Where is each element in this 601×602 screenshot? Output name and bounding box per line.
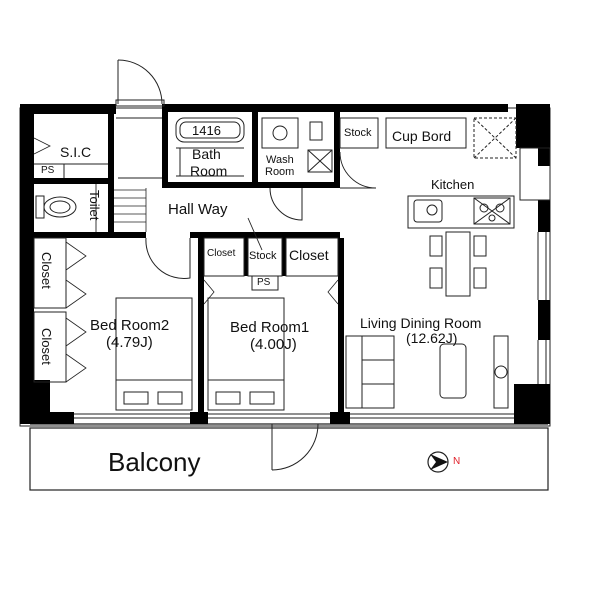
balcony-door [271,423,319,471]
ps-mid-label: PS [257,277,271,288]
entrance-door [115,59,165,179]
bed-room1-label: Bed Room1 [230,319,310,336]
living-dining-label: Living Dining Room [360,315,482,331]
toilet-fixture [35,195,77,219]
dining-table [429,231,487,297]
bed2-door-swing [145,237,191,279]
bed-room1-size: (4.00J) [250,336,297,353]
living-dining-size: (12.62J) [406,330,458,346]
sic-label: S.I.C [60,144,92,160]
walls [20,104,550,424]
bath-label: Bath [192,146,221,162]
bed1-furniture [207,297,285,411]
closet-lower-left-label: Closet [39,328,54,365]
stock-top-label: Stock [344,127,372,139]
toilet-label: Toilet [87,190,102,221]
wash-room-label: Room [265,166,295,178]
living-furniture [345,335,509,409]
closet-right-label: Closet [289,247,329,263]
balcony-outline [29,427,549,491]
closet-small-label: Closet [207,248,236,259]
bed2-furniture [115,297,193,411]
bath-room-label: Room [190,163,228,179]
bathtub [175,117,245,177]
hall-door-swing [269,187,303,221]
closet-upper-left-label: Closet [39,252,54,289]
kitchen-counter [407,195,515,229]
stock-mid-label: Stock [249,250,277,262]
hall-way-label: Hall Way [168,201,228,218]
balcony-label: Balcony [108,447,201,477]
bed-room2-label: Bed Room2 [90,317,170,334]
wash-label: Wash [266,154,294,166]
wash-sink [261,117,333,173]
ps-small-label: PS [41,165,55,176]
kitchen-label: Kitchen [431,177,475,192]
bed-room2-size: (4.79J) [106,334,153,351]
cup-board-label: Cup Bord [392,128,452,144]
compass-north-label: N [453,456,461,467]
bath-size-label: 1416 [192,123,221,138]
compass-icon [427,451,449,473]
